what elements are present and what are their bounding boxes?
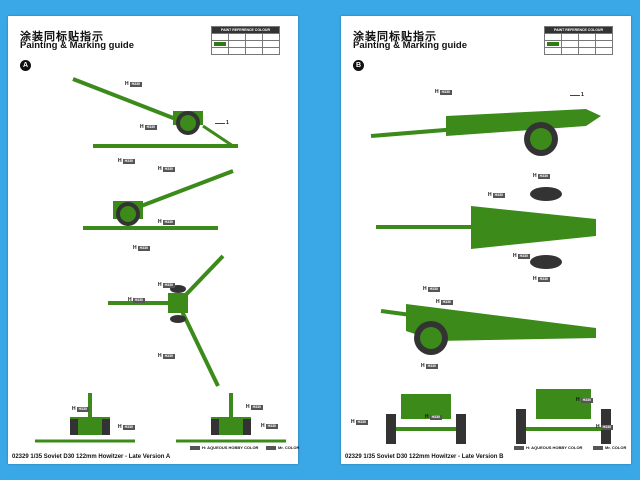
- ref-cell: [228, 33, 246, 41]
- ref-cell: [228, 40, 246, 48]
- gun-view-side-deployed: [83, 169, 234, 230]
- ref-cell: [595, 33, 613, 41]
- ref-cell: [262, 47, 280, 55]
- ref-cell: [561, 33, 579, 41]
- gun-view-rear-left: [386, 394, 466, 444]
- ref-cell: [228, 47, 246, 55]
- version-badge: A: [20, 60, 31, 71]
- ref-cell: [544, 47, 562, 55]
- instruction-page-a: 涂装同标贴指示 Painting & Marking guide A PAINT…: [8, 16, 299, 464]
- decal-callout: 1: [215, 120, 229, 126]
- page-title: Painting & Marking guide: [20, 40, 135, 51]
- ref-cell: [595, 47, 613, 55]
- ref-table-header: PAINT REFERENCE COLOUR: [544, 26, 613, 34]
- ref-cell: [595, 40, 613, 48]
- ref-cell: [245, 40, 263, 48]
- legend-aqueous: H: AQUEOUS HOBBY COLOR: [190, 445, 258, 450]
- version-badge: B: [353, 60, 364, 71]
- ref-cell: [561, 47, 579, 55]
- instruction-page-b: 涂装同标贴指示 Painting & Marking guide B PAINT…: [341, 16, 631, 464]
- ref-cell: [578, 47, 596, 55]
- gun-view-top: [108, 254, 225, 387]
- ref-cell: [544, 33, 562, 41]
- gun-view-side-towed: [370, 109, 601, 156]
- gun-view-front-right: [176, 393, 286, 443]
- paint-reference-table: PAINT REFERENCE COLOUR: [544, 26, 613, 55]
- ref-cell: [578, 33, 596, 41]
- ref-swatch-cell: [544, 40, 562, 48]
- legend-mr-color: Mr. COLOR: [266, 445, 299, 450]
- ref-cell: [578, 40, 596, 48]
- page-title-chinese: 涂装同标贴指示: [20, 31, 104, 43]
- gun-view-side-deployed: [380, 304, 596, 355]
- ref-cell: [262, 40, 280, 48]
- gun-view-side-towed: [72, 77, 238, 148]
- gun-view-rear-right: [516, 389, 611, 444]
- page-title: Painting & Marking guide: [353, 40, 468, 51]
- ref-cell: [211, 47, 229, 55]
- ref-cell: [262, 33, 280, 41]
- ref-cell: [211, 33, 229, 41]
- page-footer: 02329 1/35 Soviet D30 122mm Howitzer - L…: [12, 454, 171, 460]
- legend-aqueous: H: AQUEOUS HOBBY COLOR: [514, 445, 582, 450]
- legend-mr-color: Mr. COLOR: [593, 445, 626, 450]
- decal-callout: 1: [570, 92, 584, 98]
- gun-view-top: [376, 187, 596, 269]
- ref-table-header: PAINT REFERENCE COLOUR: [211, 26, 280, 34]
- page-title-chinese: 涂装同标贴指示: [353, 31, 437, 43]
- ref-cell: [561, 40, 579, 48]
- paint-reference-table: PAINT REFERENCE COLOUR: [211, 26, 280, 55]
- ref-cell: [245, 47, 263, 55]
- gun-view-front-left: [35, 393, 135, 443]
- page-footer: 02329 1/35 Soviet D30 122mm Howitzer - L…: [345, 454, 504, 460]
- ref-cell: [245, 33, 263, 41]
- color-swatch: [547, 41, 559, 46]
- ref-swatch-cell: [211, 40, 229, 48]
- color-swatch: [214, 41, 226, 46]
